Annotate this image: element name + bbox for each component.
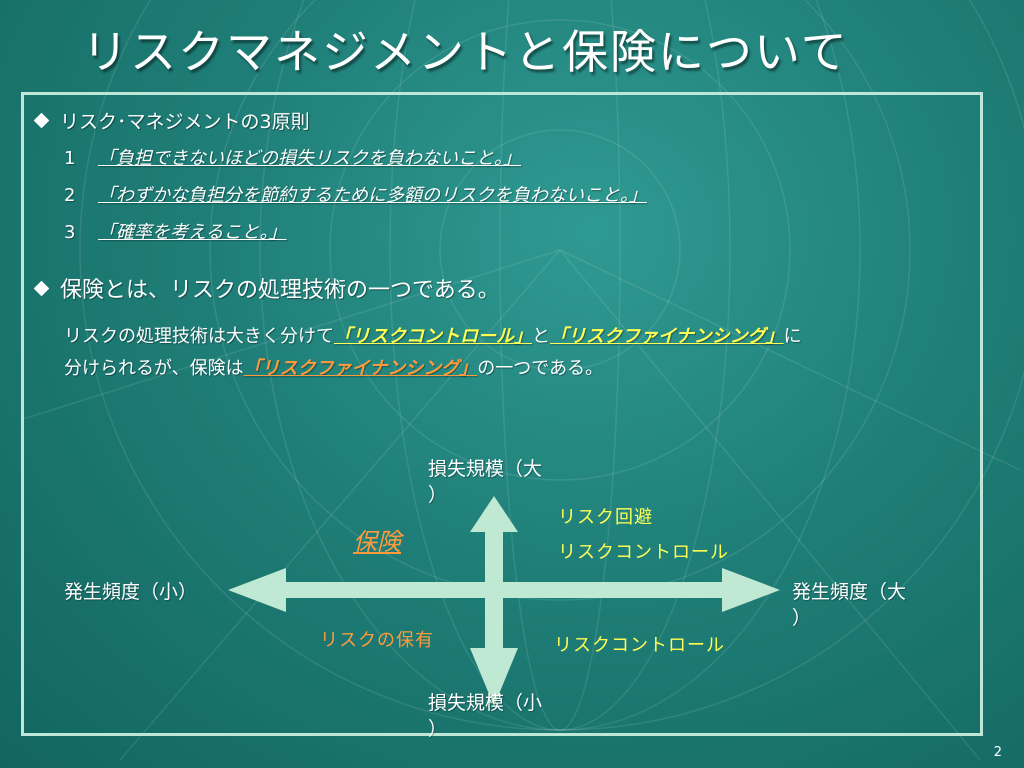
left-axis-label: 発生頻度（小）	[64, 581, 198, 603]
label-line: ）	[428, 484, 448, 506]
right-axis-label: 発生頻度（大 ）	[792, 579, 906, 631]
content-frame	[21, 92, 983, 736]
para-text: に	[783, 326, 802, 347]
section-2-heading: 保険とは、リスクの処理技術の一つである。	[33, 272, 500, 304]
section-1-heading: リスク･マネジメントの3原則	[33, 107, 310, 134]
quadrant-top-left-insurance: 保険	[353, 528, 401, 556]
risk-financing-term-highlight: 「リスクファイナンシング」	[243, 358, 478, 379]
vertical-double-arrow	[470, 496, 518, 706]
principle-3: 3 「確率を考えること。」	[64, 218, 286, 244]
principle-text: 「確率を考えること。」	[98, 222, 287, 243]
para-text: の一つである。	[477, 358, 604, 379]
section-2-line-2: 分けられるが、保険は「リスクファイナンシング」の一つである。	[64, 354, 603, 380]
label-line: ）	[428, 718, 448, 740]
quadrant-bottom-right-risk-control: リスクコントロール	[554, 635, 725, 656]
quadrant-bottom-left-risk-retention: リスクの保有	[320, 630, 434, 651]
principle-number: 2	[64, 185, 76, 206]
section-1-heading-text: リスク･マネジメントの3原則	[60, 111, 310, 133]
principle-text: 「わずかな負担分を節約するために多額のリスクを負わないこと。」	[98, 185, 647, 206]
label-line: 損失規模（大	[428, 458, 543, 480]
label-line: 損失規模（小	[428, 692, 543, 714]
bottom-axis-label: 損失規模（小 ）	[428, 690, 542, 742]
principle-number: 3	[64, 222, 76, 243]
section-2-line-1: リスクの処理技術は大きく分けて「リスクコントロール」と「リスクファイナンシング」…	[64, 322, 802, 348]
principle-1: 1 「負担できないほどの損失リスクを負わないこと。」	[64, 144, 521, 170]
quadrant-top-right-risk-control: リスクコントロール	[558, 542, 729, 563]
top-axis-label: 損失規模（大 ）	[428, 456, 542, 508]
para-text: リスクの処理技術は大きく分けて	[64, 326, 334, 347]
principle-number: 1	[64, 148, 76, 169]
horizontal-double-arrow	[228, 568, 780, 612]
para-text: 分けられるが、保険は	[64, 358, 244, 379]
slide-title: リスクマネジメントと保険について	[82, 25, 849, 79]
page-number: 2	[993, 745, 1002, 760]
risk-financing-term: 「リスクファイナンシング」	[550, 326, 784, 347]
principle-text: 「負担できないほどの損失リスクを負わないこと。」	[98, 148, 521, 169]
para-text: と	[532, 326, 550, 347]
label-line: 発生頻度（大	[792, 581, 907, 603]
section-2-heading-text: 保険とは、リスクの処理技術の一つである。	[60, 278, 500, 303]
label-line: ）	[792, 607, 812, 629]
principle-2: 2 「わずかな負担分を節約するために多額のリスクを負わないこと。」	[64, 181, 647, 207]
risk-control-term: 「リスクコントロール」	[334, 326, 532, 347]
quadrant-top-right-risk-avoidance: リスク回避	[558, 507, 653, 528]
